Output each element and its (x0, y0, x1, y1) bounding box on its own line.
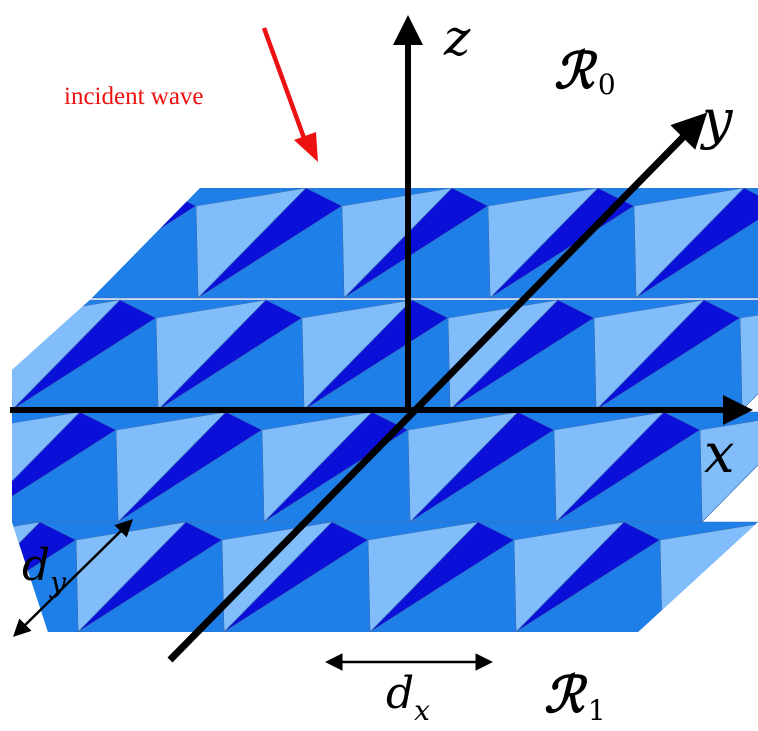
pyramid-facet-front (514, 539, 663, 632)
pyramid-facet-dark (12, 188, 51, 299)
pyramid-facet-front (222, 539, 371, 632)
pyramid-facet-front (196, 205, 345, 299)
x-axis-label: x (704, 422, 734, 485)
y-axis-label: y (700, 88, 734, 151)
period-x-label: dx (386, 668, 430, 727)
incident-wave-arrow (261, 27, 318, 162)
z-axis-label: z (443, 9, 471, 67)
period-y-arrow (13, 519, 133, 637)
pyramid-facet-front (488, 205, 637, 299)
y-axis (167, 112, 708, 663)
pyramid-facet-dark (0, 300, 10, 410)
pyramid-facet-front (50, 205, 199, 299)
coordinate-axes (10, 15, 753, 663)
incident-wave-label: incident wave (64, 83, 204, 110)
pyramid-facet-front (368, 539, 517, 632)
pyramid-facet-front (12, 205, 53, 299)
pyramid-facet-light (659, 521, 758, 632)
period-y-label: dy (22, 540, 67, 599)
pyramid-facet-front (342, 205, 491, 299)
pyramid-facet-front (634, 205, 758, 299)
pyramid-lattice (0, 188, 758, 632)
pyramid-facet-front (12, 317, 13, 411)
